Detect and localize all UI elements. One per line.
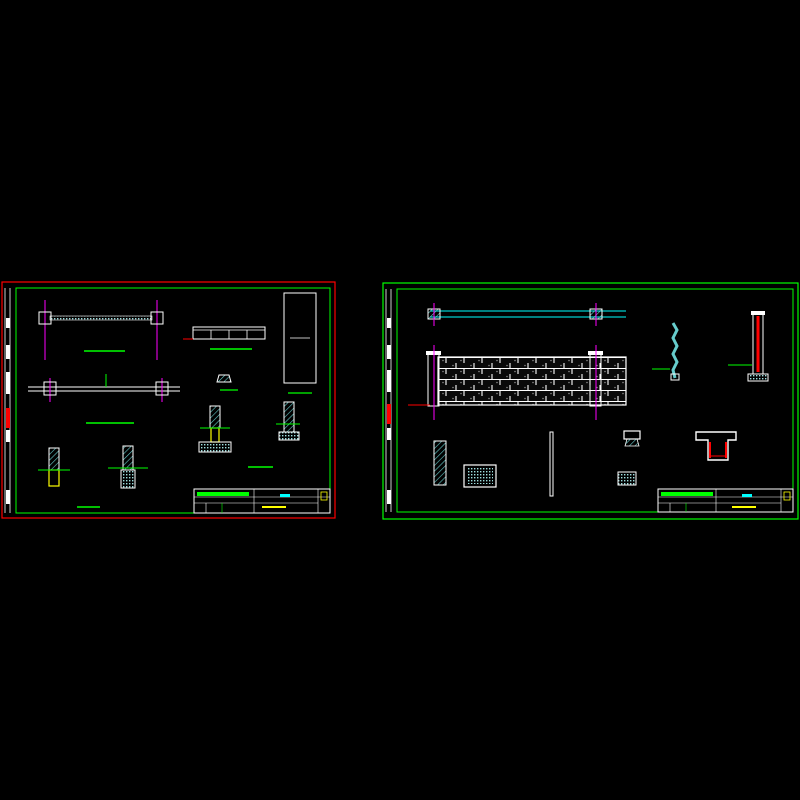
sheet-1-notes-box xyxy=(283,292,317,384)
sheet-2-coping-section xyxy=(695,431,737,461)
sheet-2-rail-detail xyxy=(549,431,554,497)
sheet-2-stone-wall-elevation xyxy=(408,345,627,420)
sheet-1-pier-section-c xyxy=(38,447,70,487)
sheet-1-binding-strip xyxy=(4,288,11,513)
sheet-2-stone-panel-detail xyxy=(433,440,447,486)
sheet-2-outer-frame xyxy=(382,282,799,520)
drawing-sheet-1 xyxy=(1,281,336,519)
sheet-2-panel-frame-detail xyxy=(463,464,497,488)
sheet-1-wall-elevation xyxy=(28,374,180,424)
sheet-1-inner-frame xyxy=(15,287,331,514)
sheet-1-pier-section-d xyxy=(108,445,148,489)
sheet-1-footing-section-a xyxy=(198,405,232,453)
drawing-sheet-2 xyxy=(382,282,799,520)
sheet-1-outer-frame xyxy=(1,281,336,519)
sheet-1-footing-section-b xyxy=(276,392,312,441)
sheet-2-column-section xyxy=(728,311,769,382)
sheet-2-inner-frame xyxy=(396,288,794,513)
sheet-2-title-block xyxy=(657,488,794,513)
sheet-2-binding-strip xyxy=(385,289,392,512)
sheet-2-fence-plan xyxy=(427,303,626,326)
sheet-1-cap-detail xyxy=(216,374,238,391)
sheet-1-title-block xyxy=(193,488,331,514)
sheet-1-wall-plan xyxy=(38,300,164,360)
sheet-1-coping-elevation xyxy=(183,326,266,350)
sheet-2-block-detail xyxy=(617,471,637,486)
sheet-2-column-elevation xyxy=(652,322,680,381)
sheet-2-cap-section-small xyxy=(623,430,641,447)
